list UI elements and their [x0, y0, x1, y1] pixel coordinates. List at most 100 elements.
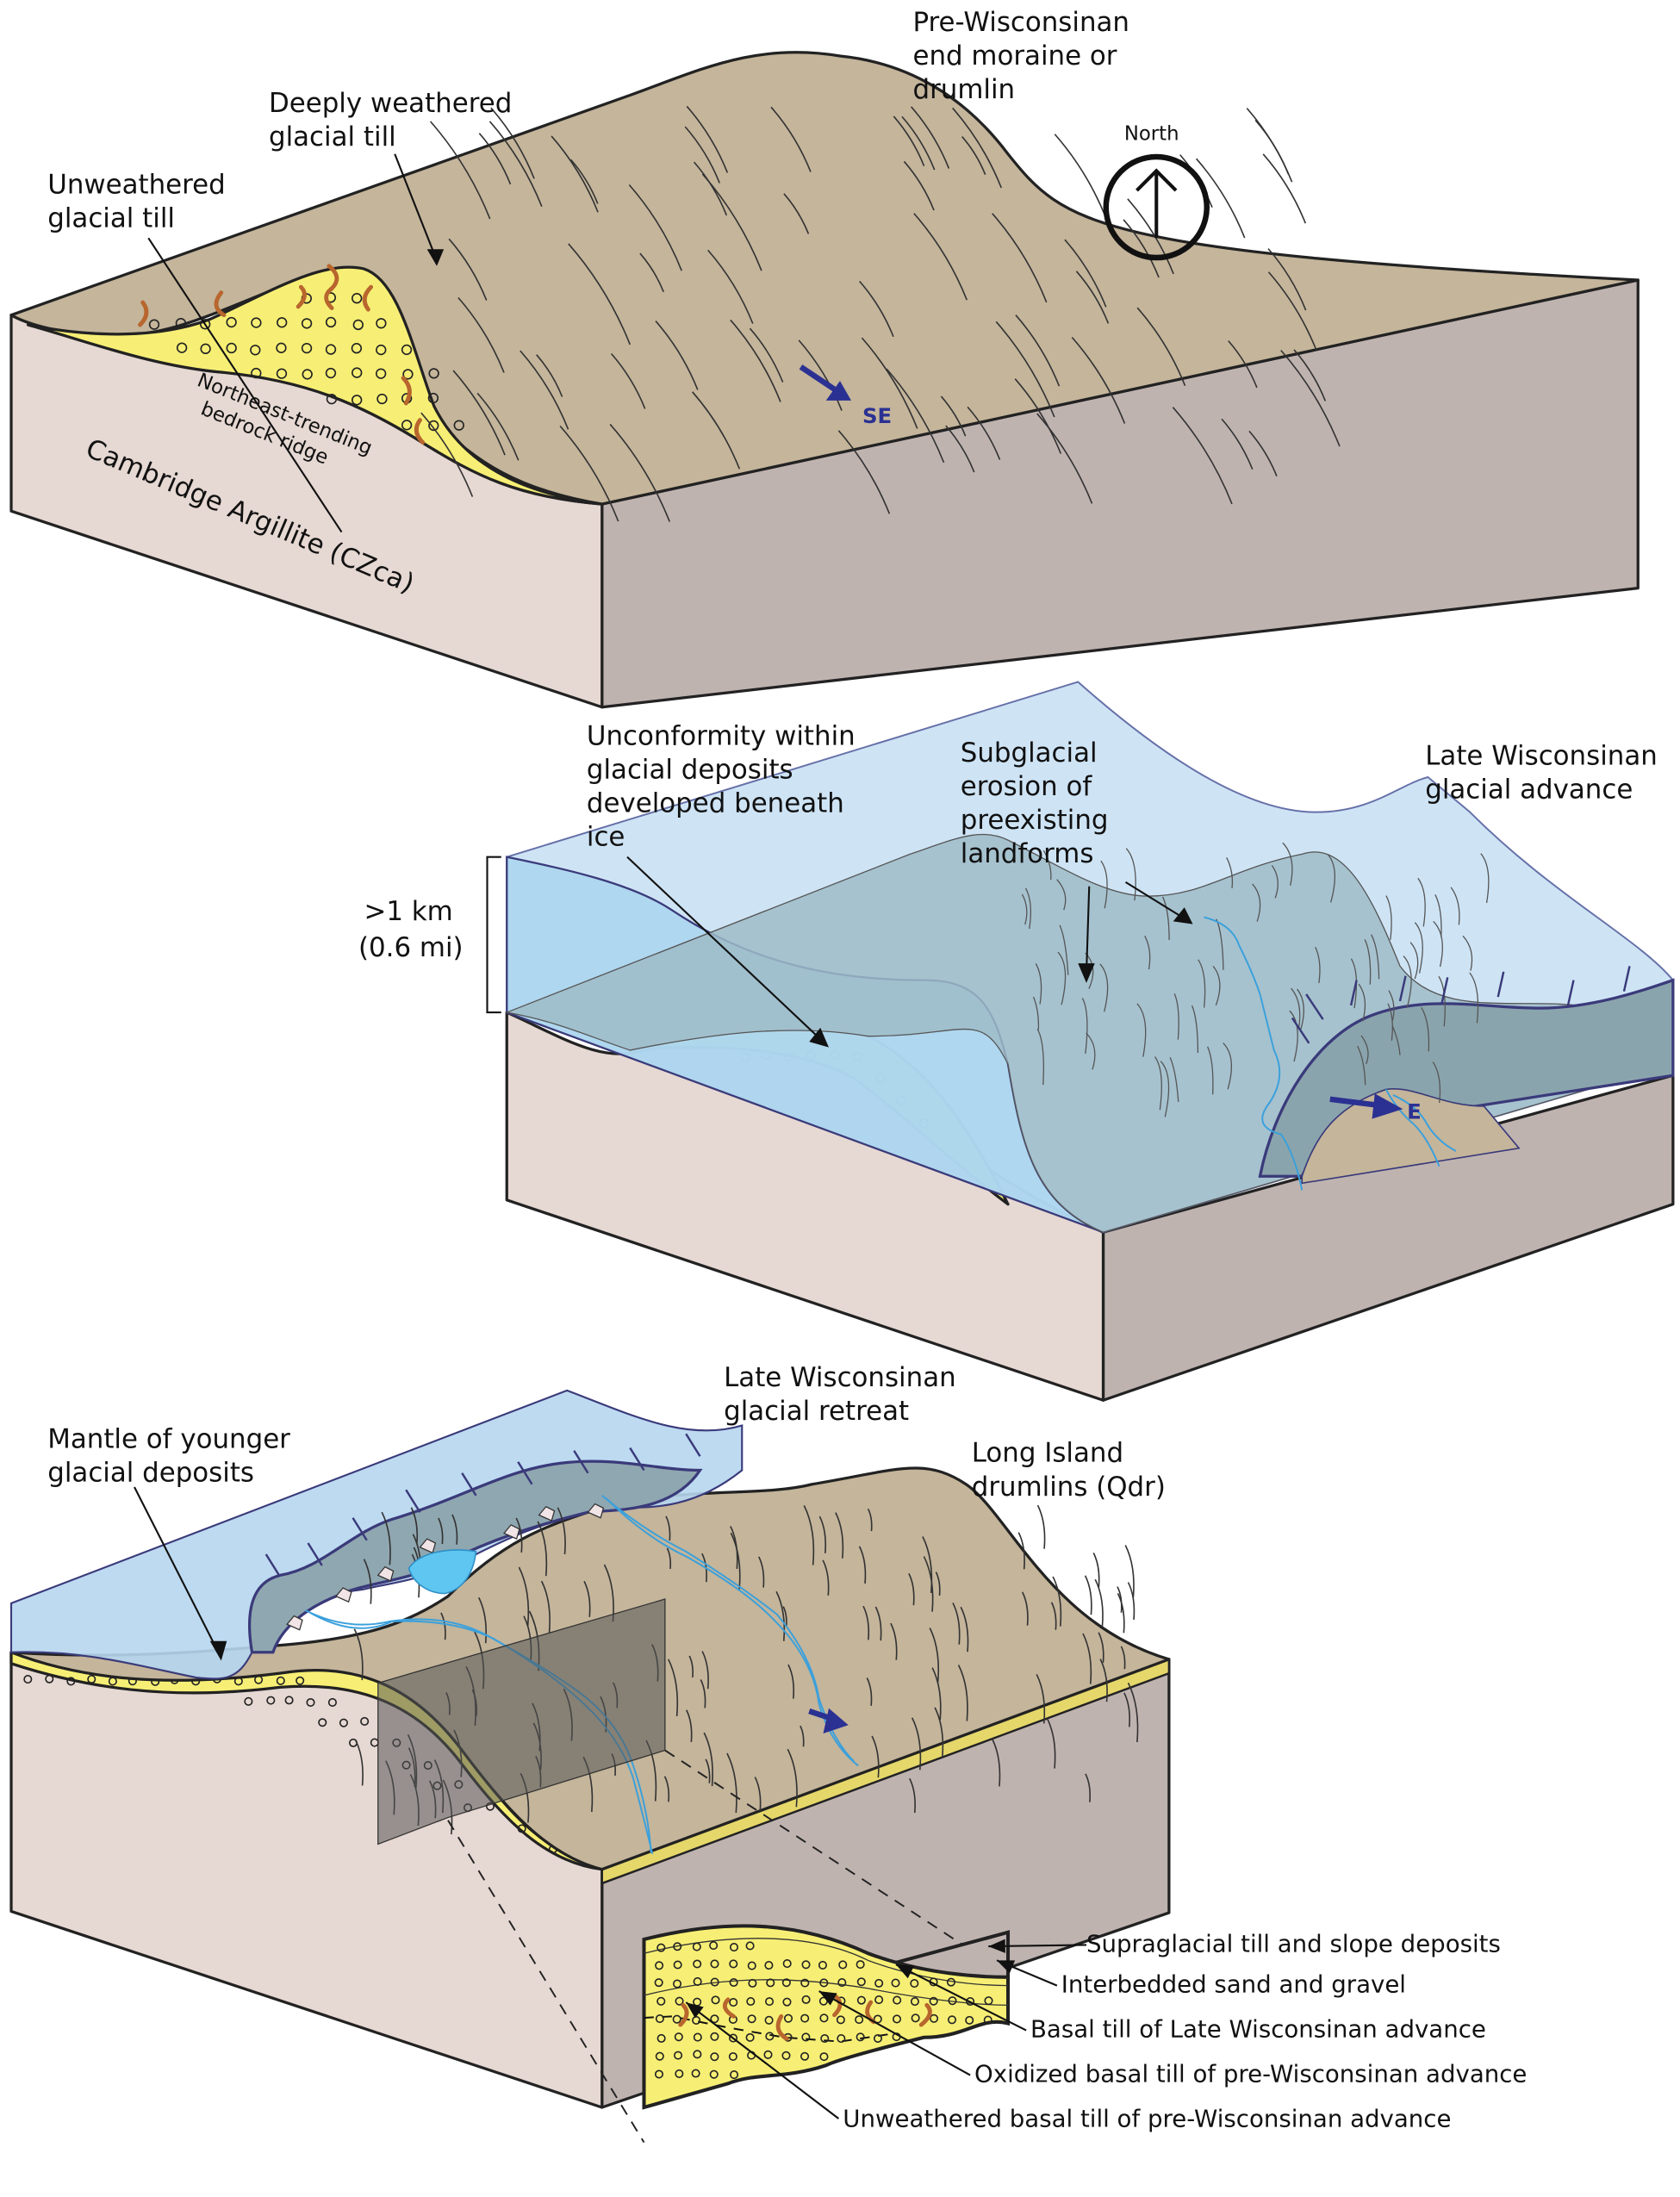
terrain-surface: [9, 51, 1640, 506]
hachure: [705, 1758, 711, 1783]
hachure: [438, 1517, 444, 1545]
arrowhead-icon: [896, 1964, 915, 1979]
hachure: [1099, 963, 1109, 1012]
ice-margin-tick: [1440, 977, 1449, 1003]
hachure: [1469, 972, 1479, 1024]
pebble: [301, 318, 313, 329]
hachure: [478, 133, 512, 185]
hachure: [1432, 1061, 1441, 1104]
hachure: [1024, 887, 1032, 930]
arrowhead-icon: [818, 1991, 837, 2006]
hachure: [1315, 946, 1321, 984]
hachure: [1212, 965, 1221, 1006]
retreat-label: Late Wisconsinan glacial retreat: [724, 1362, 964, 1427]
ice-margin-tick: [352, 1517, 368, 1541]
pebble: [747, 1961, 756, 1970]
hachure: [1228, 340, 1258, 389]
hachure: [583, 1580, 591, 1617]
hachure: [960, 1606, 969, 1652]
pebble: [675, 1996, 684, 2006]
pebble: [692, 1942, 701, 1951]
hachure: [663, 1776, 670, 1802]
hachure: [520, 350, 569, 430]
pebble: [656, 1943, 666, 1952]
pebble: [873, 2014, 882, 2024]
hachure: [1015, 314, 1061, 387]
hachure: [1173, 993, 1179, 1040]
hachure: [995, 321, 1055, 418]
hachure: [1385, 895, 1392, 940]
hachure: [908, 1573, 915, 1606]
arrowhead-icon: [686, 2002, 704, 2019]
hachure: [1124, 1545, 1135, 1598]
pebble: [801, 2032, 811, 2042]
pebble: [874, 1995, 884, 2005]
hachure: [1123, 1692, 1130, 1727]
legend-leader: [685, 2001, 840, 2119]
hachure: [665, 1515, 671, 1541]
pebble: [45, 1674, 54, 1684]
hachure: [934, 1707, 944, 1758]
pebble: [376, 344, 387, 356]
ridge-hachures: [420, 105, 1341, 522]
flow-arrow-e: E: [1329, 1093, 1422, 1124]
hachure: [1082, 1633, 1092, 1684]
hachure: [559, 425, 619, 522]
boulder: [376, 1565, 395, 1582]
hachure: [783, 193, 810, 234]
hachure: [749, 327, 784, 383]
panel-pre-wisconsinan: SE Pre-Wisconsinan end moraine or drumli…: [9, 7, 1640, 709]
hachure: [1221, 418, 1254, 470]
pebble: [728, 2051, 737, 2062]
ice-margin-tick: [307, 1542, 323, 1566]
scale-bar-label: >1 km (0.6 mi): [358, 896, 464, 963]
pebble: [748, 1978, 757, 1988]
hachure: [911, 1717, 922, 1771]
hachure: [1364, 939, 1372, 985]
hachure: [701, 1651, 709, 1690]
pebble: [983, 2015, 992, 2025]
pebble: [782, 1997, 792, 2007]
pebble: [693, 1959, 702, 1969]
pebble: [673, 1979, 682, 1989]
hachure: [874, 1606, 882, 1641]
pebble: [729, 1977, 738, 1988]
hachure: [1144, 935, 1151, 970]
hachure: [770, 106, 812, 172]
pebble: [352, 319, 364, 331]
hachure: [1085, 1773, 1092, 1802]
hachure: [1280, 350, 1341, 447]
hachure: [858, 1546, 867, 1584]
pebble: [710, 2032, 719, 2041]
pebble: [948, 1996, 957, 2006]
pebble: [765, 2032, 775, 2041]
hachure: [692, 391, 741, 470]
hachure: [666, 1547, 672, 1569]
hachure: [886, 368, 945, 464]
pebble: [782, 1959, 792, 1969]
hachure: [478, 1596, 487, 1644]
pebble: [837, 1978, 847, 1988]
pebble: [874, 1978, 884, 1988]
pebble: [655, 1961, 664, 1970]
pebble: [654, 2069, 664, 2079]
hachure: [871, 1735, 880, 1778]
pebble: [745, 1941, 755, 1951]
hachure: [929, 1628, 940, 1683]
inset-legend-label: Supraglacial till and slope deposits: [1086, 1930, 1501, 1958]
ice-margin-tick: [573, 1450, 589, 1474]
pebble: [709, 2069, 719, 2079]
pebble: [764, 2015, 774, 2025]
pebble: [251, 367, 262, 379]
pebble: [911, 2013, 920, 2023]
hachure: [1246, 108, 1293, 183]
hachure: [1120, 1646, 1126, 1670]
pebble: [946, 1977, 955, 1987]
hachure: [1092, 1553, 1100, 1588]
pebble: [966, 1996, 975, 2007]
hachure: [452, 370, 506, 456]
hachure: [1289, 1010, 1298, 1062]
hachure: [1409, 942, 1419, 980]
hachure: [893, 115, 925, 166]
hachure: [1021, 893, 1028, 925]
